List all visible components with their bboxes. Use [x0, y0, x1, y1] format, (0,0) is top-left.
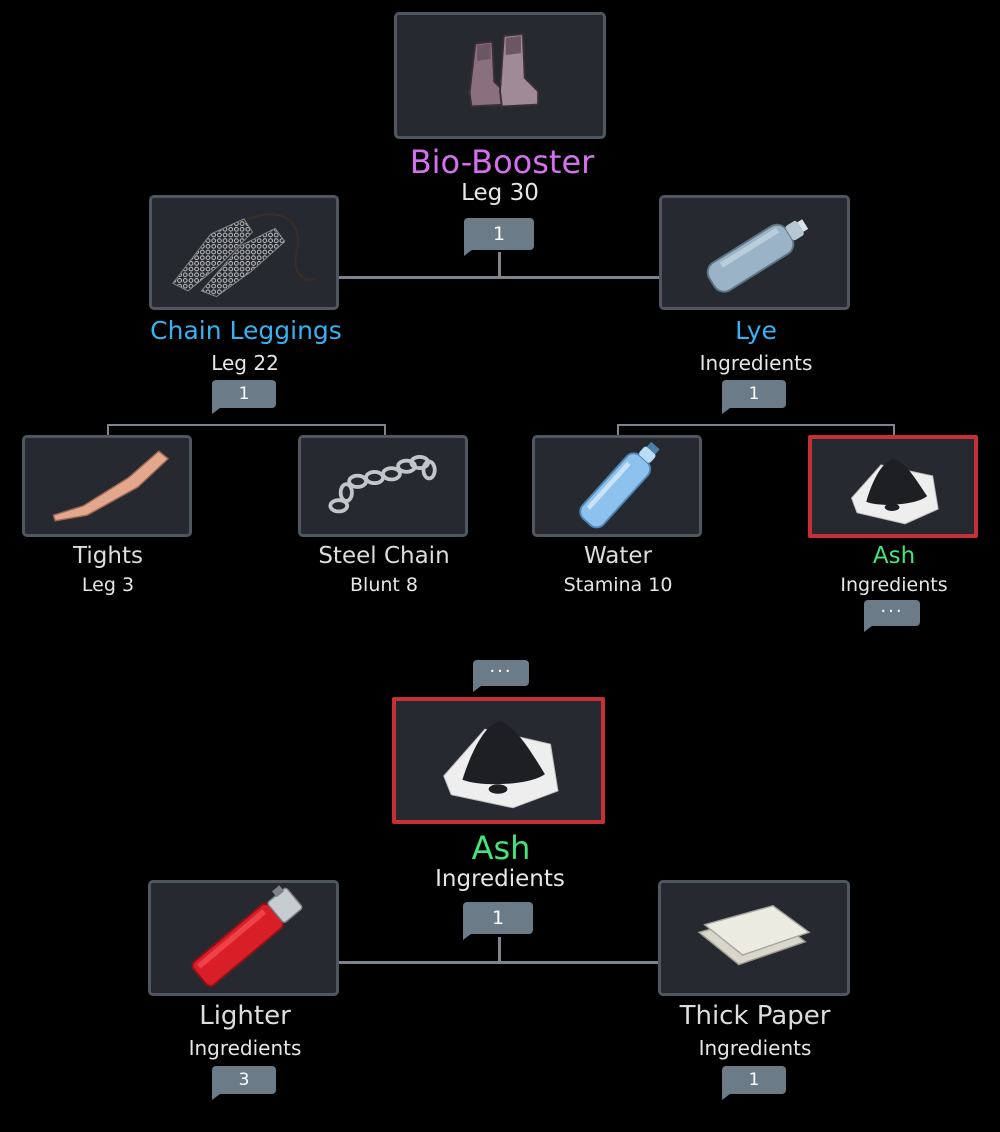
item-slot-ash-selected[interactable]	[808, 435, 978, 538]
item-name-steel-chain: Steel Chain	[318, 543, 450, 569]
item-name-lighter: Lighter	[199, 1001, 291, 1031]
connector-line	[498, 937, 501, 963]
ash-pile-icon	[850, 459, 939, 525]
item-slot-lighter[interactable]	[148, 880, 339, 996]
quantity-badge: 1	[722, 1066, 786, 1100]
lighter-icon	[191, 885, 303, 987]
item-slot-water[interactable]	[532, 435, 702, 537]
item-stat-lye: Ingredients	[699, 351, 813, 375]
quantity-badge: 1	[463, 902, 533, 940]
water-bottle-icon	[579, 441, 660, 529]
item-slot-tights[interactable]	[22, 435, 192, 537]
connector-line	[336, 961, 660, 964]
boots-icon	[468, 33, 540, 108]
item-slot-lye[interactable]	[659, 195, 850, 310]
item-stat-ash-selected: Ingredients	[840, 574, 948, 596]
connector-line	[893, 424, 895, 436]
quantity-badge: 3	[212, 1066, 276, 1100]
item-name-chain-leggings: Chain Leggings	[150, 316, 342, 345]
connector-line	[339, 276, 661, 279]
ash-pile-icon	[443, 721, 559, 809]
connector-line	[498, 252, 501, 278]
connector-line	[617, 424, 619, 436]
item-name-ash-selected: Ash	[872, 543, 916, 569]
more-button[interactable]: ···	[864, 600, 920, 632]
item-name-tights: Tights	[73, 543, 143, 569]
quantity-badge: 1	[722, 380, 786, 414]
paper-icon	[697, 904, 811, 966]
connector-line	[107, 424, 386, 426]
quantity-badge: 1	[464, 218, 534, 256]
item-stat-chain-leggings: Leg 22	[211, 351, 279, 375]
item-stat-thick-paper: Ingredients	[698, 1036, 812, 1060]
tights-icon	[52, 450, 170, 522]
bottle-icon	[706, 219, 809, 293]
more-button[interactable]: ···	[473, 660, 529, 692]
item-stat-bio-booster: Leg 30	[461, 180, 539, 206]
item-slot-bio-booster[interactable]	[394, 12, 606, 139]
item-stat-tights: Leg 3	[81, 574, 135, 596]
item-name-water: Water	[584, 543, 652, 569]
item-name-ash-detail: Ash	[471, 829, 531, 867]
item-stat-steel-chain: Blunt 8	[350, 574, 418, 596]
item-slot-steel-chain[interactable]	[298, 435, 468, 537]
connector-line	[384, 424, 386, 436]
item-slot-thick-paper[interactable]	[658, 880, 850, 996]
chain-leggings-icon	[172, 213, 316, 298]
item-name-thick-paper: Thick Paper	[679, 1001, 831, 1031]
connector-line	[617, 424, 895, 426]
item-slot-chain-leggings[interactable]	[149, 195, 339, 310]
quantity-badge: 1	[212, 380, 276, 414]
item-name-bio-booster: Bio-Booster	[409, 143, 595, 181]
item-stat-water: Stamina 10	[563, 574, 673, 596]
item-stat-ash-detail: Ingredients	[435, 866, 565, 892]
item-name-lye: Lye	[735, 316, 777, 345]
connector-line	[107, 424, 109, 436]
item-slot-ash-detail[interactable]	[392, 697, 605, 824]
item-stat-lighter: Ingredients	[188, 1036, 302, 1060]
chain-icon	[328, 454, 437, 514]
